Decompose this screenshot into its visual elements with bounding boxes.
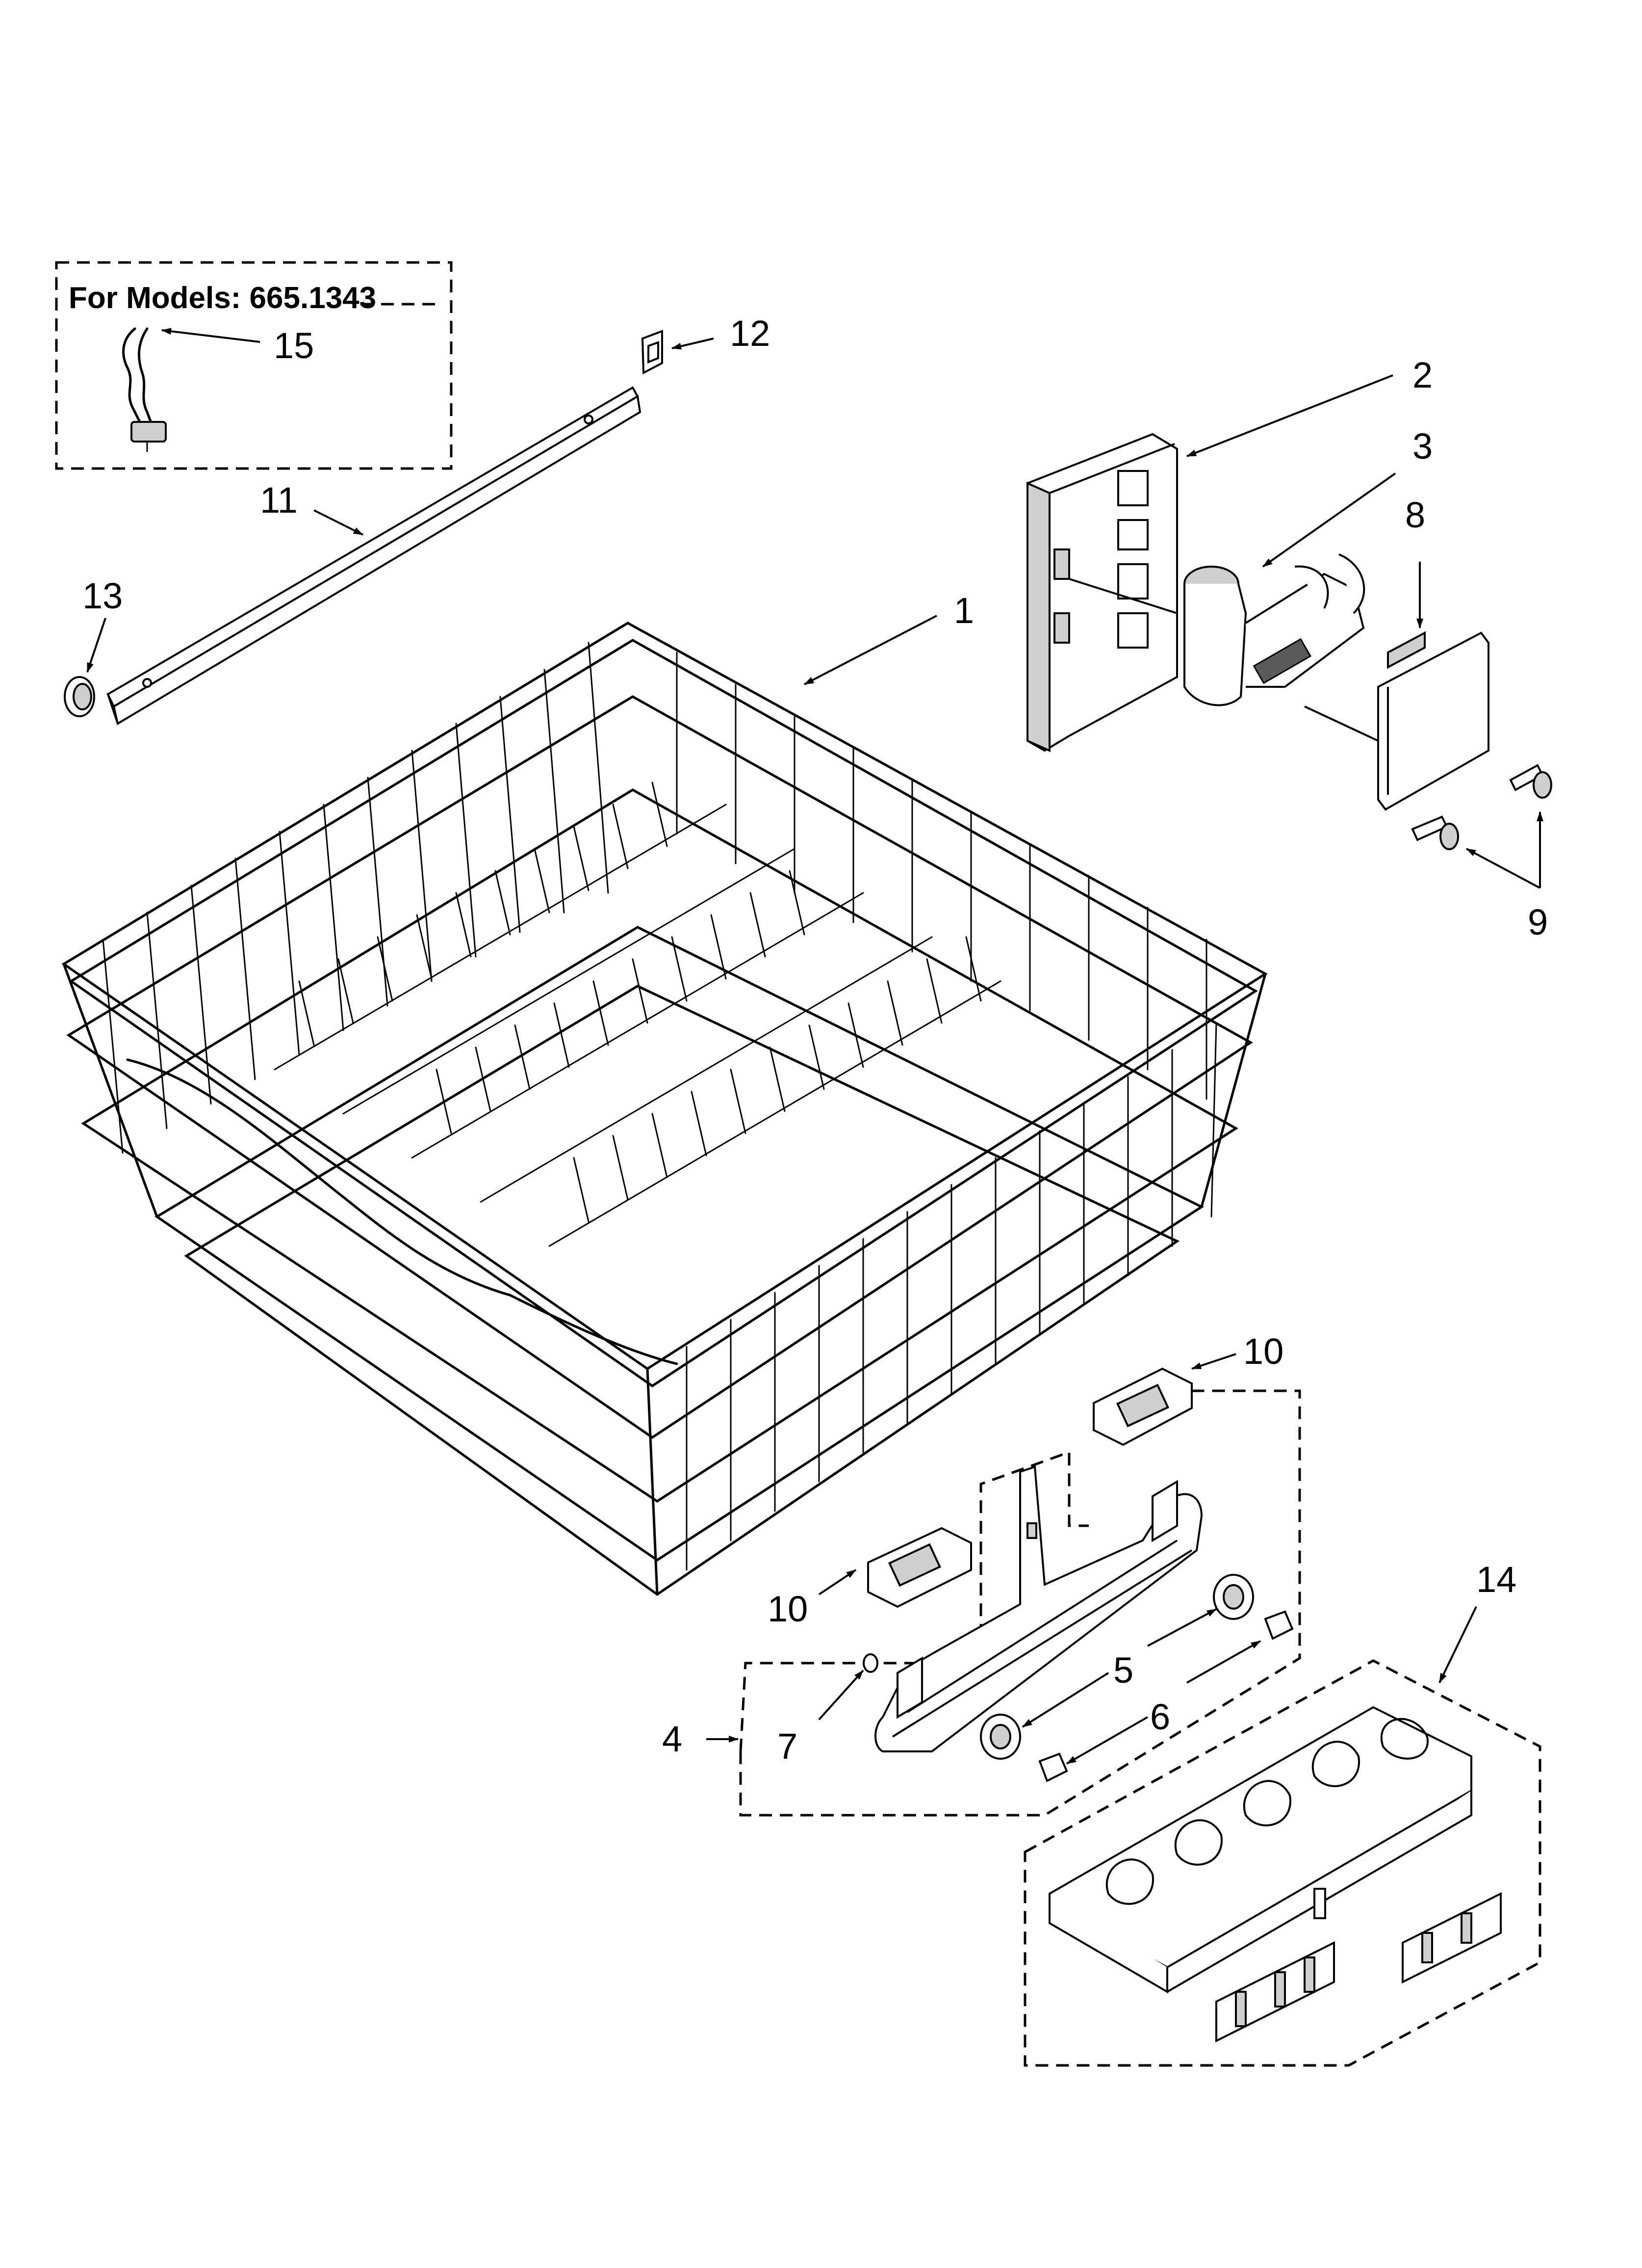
models-callout-box: For Models: 665.1343	[55, 261, 453, 470]
part-9-screws	[1411, 764, 1552, 850]
leader-13	[86, 618, 106, 673]
callout-9: 9	[1528, 902, 1548, 942]
part-6-axles	[1038, 1610, 1294, 1782]
leader-6b	[1066, 1716, 1148, 1765]
callout-11: 11	[260, 480, 298, 521]
callout-8: 8	[1405, 495, 1425, 535]
part-10-lower-clip	[867, 1527, 972, 1608]
part-11-rack-rail	[106, 386, 641, 726]
part-1-upper-rack	[61, 622, 1268, 1596]
part-8-cover	[1304, 631, 1489, 811]
callout-3: 3	[1412, 426, 1433, 467]
callout-7: 7	[777, 1726, 797, 1767]
callout-12: 12	[730, 313, 770, 354]
leader-2	[1186, 374, 1393, 457]
part-4-assembly-box	[739, 1389, 1301, 1817]
part-14-cup-shelf-box	[1024, 1659, 1541, 2067]
callout-1: 1	[954, 590, 974, 631]
part-5-wheels	[980, 1574, 1254, 1760]
leader-5b	[1022, 1672, 1109, 1728]
callout-4: 4	[662, 1719, 682, 1759]
part-3-adjuster-lever	[1183, 553, 1365, 706]
callout-2: 2	[1412, 355, 1433, 395]
callout-13: 13	[82, 575, 123, 616]
leader-6a	[1186, 1640, 1261, 1684]
leader-7	[818, 1669, 864, 1721]
part-2-adjuster-housing	[1026, 433, 1178, 753]
part-15-wire-clip	[122, 327, 167, 452]
callout-10a: 10	[1243, 1331, 1283, 1372]
callout-10b: 10	[768, 1589, 808, 1629]
leader-15	[161, 328, 260, 343]
leader-1	[804, 615, 937, 685]
part-7-pin	[863, 1653, 878, 1673]
part-13-end-cap	[64, 676, 95, 717]
callout-5: 5	[1113, 1650, 1133, 1691]
leader-9b	[1466, 848, 1540, 889]
leader-11	[313, 509, 363, 536]
part-14-shelf-clips	[1215, 1892, 1502, 2043]
leader-10a	[1191, 1353, 1236, 1370]
part-4-adjuster-bracket	[874, 1465, 1203, 1752]
part-12-rail-clip	[641, 330, 663, 375]
callout-6: 6	[1150, 1696, 1170, 1737]
models-label: For Models: 665.1343	[69, 281, 376, 315]
leader-3	[1262, 472, 1396, 568]
callout-15: 15	[274, 325, 314, 366]
leader-12	[671, 338, 714, 350]
leader-10b	[818, 1569, 857, 1595]
part-10-upper-clip	[1093, 1367, 1193, 1446]
leader-14	[1438, 1606, 1477, 1683]
part-14-cup-shelf	[1049, 1706, 1472, 1994]
callout-14: 14	[1476, 1559, 1516, 1600]
leader-5a	[1147, 1608, 1217, 1647]
